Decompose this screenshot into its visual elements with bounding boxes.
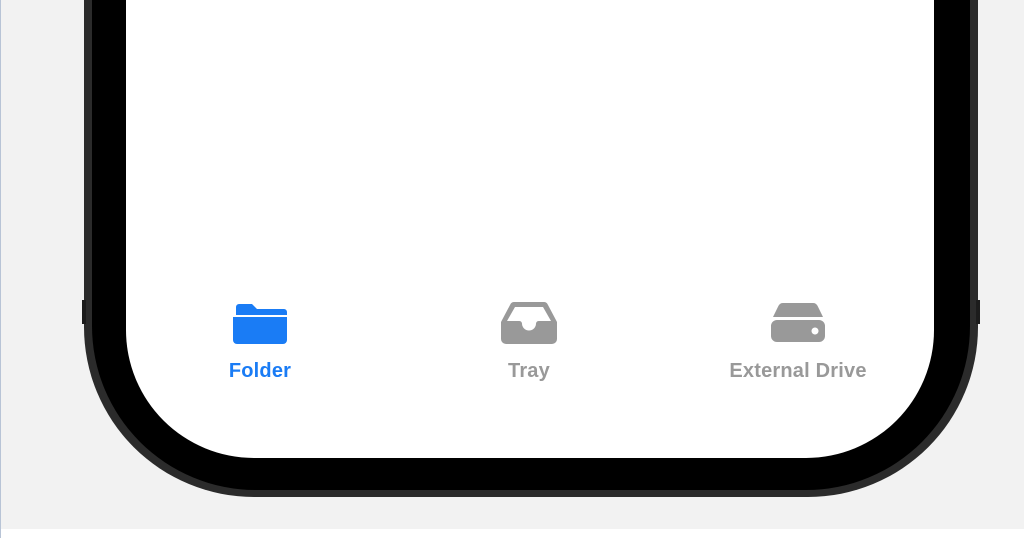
tab-tray[interactable]: Tray <box>429 296 629 396</box>
window-edge <box>0 0 1 538</box>
device-side-button-left <box>82 300 86 324</box>
tab-bar: Folder Tray External Drive <box>126 296 934 396</box>
tab-external-drive-label: External Drive <box>729 360 867 382</box>
tab-external-drive[interactable]: External Drive <box>698 296 898 396</box>
tab-folder-label: Folder <box>228 360 292 382</box>
folder-icon <box>232 296 288 348</box>
tray-icon <box>500 296 558 348</box>
external-drive-icon <box>769 296 827 348</box>
device-side-button-right <box>976 300 980 324</box>
tab-tray-label: Tray <box>508 360 550 382</box>
device-screen <box>126 0 934 458</box>
tab-folder[interactable]: Folder <box>160 296 360 396</box>
